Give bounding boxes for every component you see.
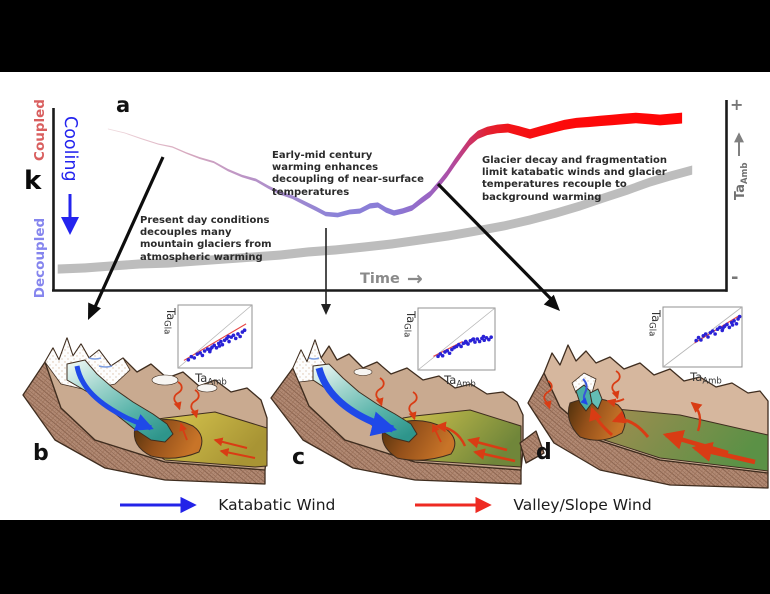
panel-c-valley-wind-arrows [431, 421, 516, 463]
panel-d-remnant-glacier [589, 388, 603, 410]
panel-b-katabatic-arrow [74, 365, 154, 431]
panel-b-inset-scatter [177, 304, 253, 369]
panel-b-snow-patch [196, 383, 218, 393]
figure-canvas: Coupled Decoupled k Cooling a + TaAmb - … [0, 72, 770, 520]
cooling-label: Cooling [60, 116, 80, 182]
coupled-label: Coupled [32, 99, 48, 161]
panel-c-illustration: TaAmb TaGla c [270, 307, 524, 485]
panel-d-illustration: TaAmb TaGla d [519, 306, 769, 489]
panel-d-inset-xlabel: TaAmb [689, 370, 722, 387]
k-coupling-curve [107, 112, 683, 218]
panel-c-letter: c [292, 445, 305, 470]
decoupled-label: Decoupled [32, 218, 48, 298]
panel-a-chart: Coupled Decoupled k Cooling a + TaAmb - [24, 93, 750, 320]
panel-d-letter: d [536, 440, 552, 465]
panel-c-inset-xlabel: TaAmb [443, 373, 476, 390]
wind-legend: Katabatic Wind Valley/Slope Wind [0, 496, 770, 514]
time-axis-label: Time → [360, 268, 423, 290]
panel-d-valley-wind-arrows [589, 398, 756, 465]
panel-a-letter: a [116, 93, 130, 117]
panel-d-inset-ylabel: TaGla [647, 309, 664, 336]
right-axis-plus: + [730, 95, 743, 114]
annotation-present-day: Present day conditions decouples many mo… [140, 215, 272, 263]
katabatic-wind-label: Katabatic Wind [218, 496, 336, 514]
valley-slope-wind-arrow-icon [415, 496, 493, 514]
panel-d-katabatic-remnant-arrow [580, 378, 588, 405]
panel-c-katabatic-arrow [315, 367, 398, 437]
annotation-early-mid-century: Early-mid century warming enhances decou… [272, 150, 424, 198]
panel-d-inset-scatter [662, 306, 743, 368]
annotation-glacier-decay: Glacier decay and fragmentation limit ka… [482, 155, 667, 203]
ambient-warming-band [57, 165, 693, 274]
panel-d-remnant-snow [571, 372, 597, 394]
katabatic-wind-arrow-icon [120, 496, 198, 514]
panel-c-crevasse-marks [308, 357, 320, 360]
panel-b-inset-xlabel: TaAmb [194, 371, 227, 388]
panel-b-letter: b [33, 441, 49, 466]
valley-slope-wind-label: Valley/Slope Wind [513, 496, 652, 514]
panel-b-illustration: TaAmb TaGla b [22, 304, 268, 485]
k-axis-title: k [24, 166, 42, 196]
taamb-axis-label: TaAmb [733, 163, 750, 201]
panel-b-inset-ylabel: TaGla [162, 307, 179, 334]
panel-c-snow-patch [353, 368, 373, 376]
panel-c-inset-ylabel: TaGla [402, 310, 419, 337]
pointer-arrows [88, 156, 560, 320]
panel-b-valley-wind-arrows [179, 422, 256, 459]
panel-b-snow-patch [151, 374, 179, 386]
time-arrow-icon: → [406, 268, 423, 290]
right-axis-minus: - [731, 267, 738, 288]
panel-b-crevasse-marks [88, 357, 113, 368]
panel-d-side-block [519, 430, 545, 464]
panel-c-inset-scatter [417, 307, 496, 371]
